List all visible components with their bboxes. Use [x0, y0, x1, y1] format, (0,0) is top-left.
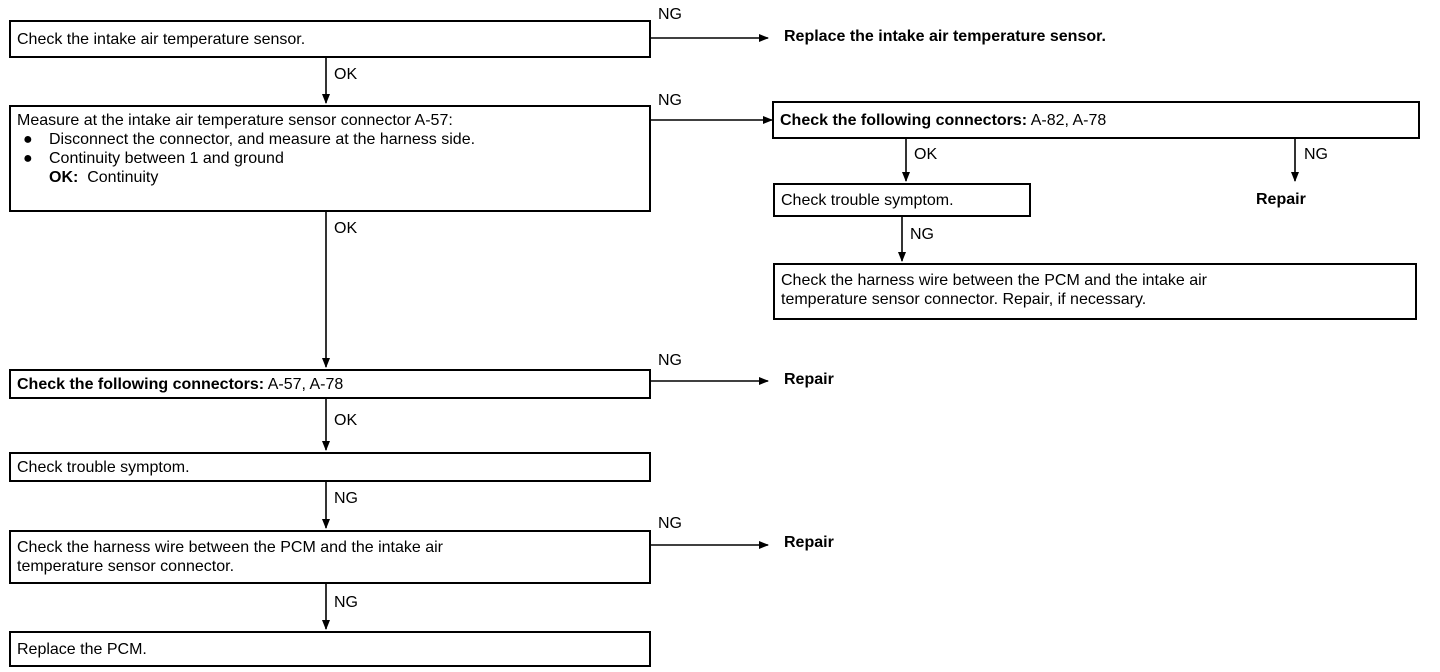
branch-check-trouble-symptom-text: Check trouble symptom. [781, 191, 954, 209]
branch-check-connectors-a82-prefix: Check the following connectors: [780, 111, 1028, 129]
step-check-harness-line1: Check the harness wire between the PCM a… [17, 539, 444, 556]
ng-label: NG [334, 490, 358, 507]
ng-label: NG [658, 352, 682, 369]
ng-label: NG [910, 226, 934, 243]
ng-label: NG [658, 6, 682, 23]
step-replace-pcm: Replace the PCM. [9, 631, 651, 667]
step-check-sensor: Check the intake air temperature sensor. [9, 20, 651, 58]
step-check-trouble-symptom: Check trouble symptom. [9, 452, 651, 482]
bullet-item: ● Continuity between 1 and ground [17, 149, 643, 168]
step-measure-connector: Measure at the intake air temperature se… [9, 105, 651, 212]
ok-criterion-label: OK: [49, 169, 79, 186]
branch-check-harness-line1: Check the harness wire between the PCM a… [781, 272, 1208, 289]
step-measure-connector-text: Measure at the intake air temperature se… [17, 112, 453, 129]
ng-label: NG [1304, 146, 1328, 163]
branch-check-harness-line2: temperature sensor connector. Repair, if… [781, 291, 1147, 308]
bullet-text: Disconnect the connector, and measure at… [49, 131, 476, 148]
outcome-repair-connectors: Repair [784, 371, 834, 388]
step-check-connectors-a57-prefix: Check the following connectors: [17, 375, 265, 393]
branch-check-harness: Check the harness wire between the PCM a… [773, 263, 1417, 320]
ng-label: NG [658, 515, 682, 532]
ok-label: OK [914, 146, 938, 163]
step-check-connectors-a57: Check the following connectors: A-57, A-… [9, 369, 651, 399]
ng-label: NG [658, 92, 682, 109]
outcome-repair-branch: Repair [1256, 191, 1306, 208]
branch-check-trouble-symptom: Check trouble symptom. [773, 183, 1031, 217]
step-check-trouble-symptom-text: Check trouble symptom. [17, 458, 190, 476]
ok-criterion-value: Continuity [87, 169, 159, 186]
ok-criterion: OK: Continuity [17, 168, 643, 187]
ok-label: OK [334, 220, 358, 237]
branch-check-connectors-a82-text: A-82, A-78 [1027, 111, 1107, 129]
bullet-text: Continuity between 1 and ground [49, 150, 284, 167]
step-check-harness: Check the harness wire between the PCM a… [9, 530, 651, 584]
bullet-marker: ● [23, 150, 33, 167]
branch-check-connectors-a82: Check the following connectors: A-82, A-… [772, 101, 1420, 139]
outcome-repair-harness: Repair [784, 534, 834, 551]
outcome-replace-sensor: Replace the intake air temperature senso… [784, 28, 1106, 45]
step-check-harness-line2: temperature sensor connector. [17, 558, 235, 575]
ok-label: OK [334, 66, 358, 83]
step-check-sensor-text: Check the intake air temperature sensor. [17, 30, 306, 48]
step-replace-pcm-text: Replace the PCM. [17, 640, 147, 658]
step-check-connectors-a57-text: A-57, A-78 [264, 375, 344, 393]
ng-label: NG [334, 594, 358, 611]
bullet-marker: ● [23, 131, 33, 148]
ok-label: OK [334, 412, 358, 429]
bullet-item: ● Disconnect the connector, and measure … [17, 130, 643, 149]
